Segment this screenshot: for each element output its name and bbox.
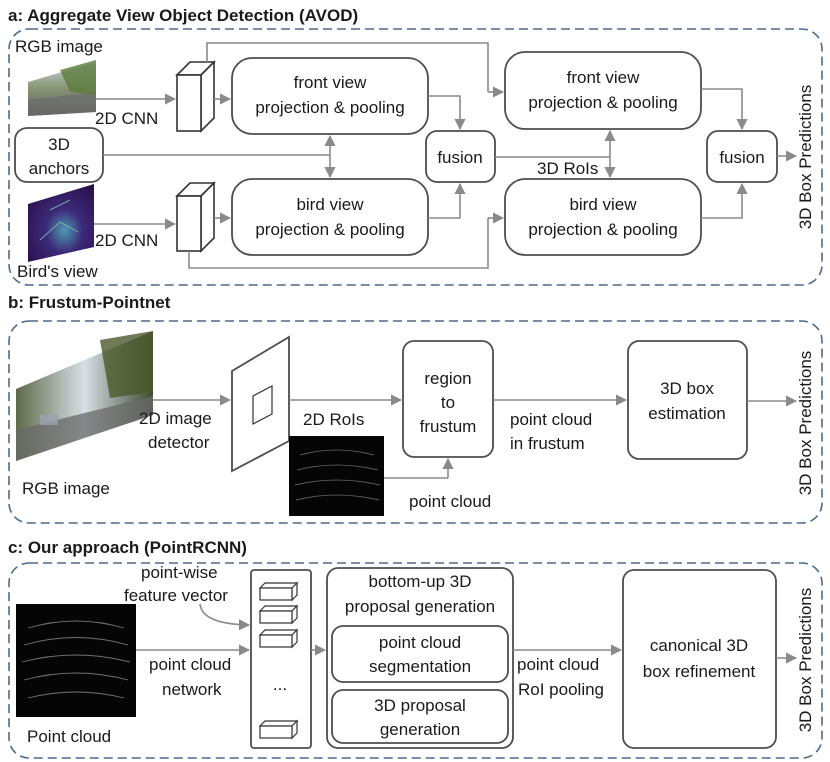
section-a-panel — [8, 28, 823, 286]
section-a-connectors — [94, 42, 798, 269]
fusion-box-1-label: fusion — [437, 148, 482, 167]
front-view-pooling-1 — [231, 57, 429, 135]
section-b-panel — [8, 320, 823, 524]
roi-pooling-label-line1: point cloud — [517, 655, 599, 674]
anchors-label-line1: 3D — [48, 135, 70, 154]
region-label-line3: frustum — [420, 417, 477, 436]
roi-pooling-label-line2: RoI pooling — [518, 680, 604, 699]
section-a-title: a: Aggregate View Object Detection (AVOD… — [8, 6, 358, 25]
pc-frustum-label-line1: point cloud — [510, 410, 592, 429]
point-cloud-label-b: point cloud — [409, 492, 491, 511]
cnn-feature-block-bottom — [175, 181, 216, 253]
cnn-feature-block-top — [175, 60, 216, 133]
prop-label-line1: 3D proposal — [374, 696, 466, 715]
refine-label-line1: canonical 3D — [650, 636, 748, 655]
birds-view-thumbnail — [28, 184, 94, 262]
pc-frustum-label-line2: in frustum — [510, 434, 585, 453]
seg-label-line2: segmentation — [369, 657, 471, 676]
section-c: c: Our approach (PointRCNN) Point cloud … — [8, 538, 823, 759]
prop-label-line2: generation — [380, 720, 460, 739]
fusion-box-2-label: fusion — [719, 148, 764, 167]
region-to-frustum-box — [402, 340, 494, 458]
cnn-bottom-label: 2D CNN — [95, 231, 158, 250]
point-cloud-label-c: Point cloud — [27, 727, 111, 746]
point-cloud-thumbnail-c — [16, 604, 136, 717]
bird-view-pooling-1-line1: bird view — [296, 195, 364, 214]
birds-view-label: Bird's view — [17, 262, 98, 281]
cnn-top-label: 2D CNN — [95, 109, 158, 128]
front-view-pooling-2-line1: front view — [567, 68, 640, 87]
refine-label-line2: box refinement — [643, 662, 756, 681]
anchors-label-line2: anchors — [29, 159, 89, 178]
feature-vector-cells — [258, 581, 299, 740]
estimation-label-line1: 3D box — [660, 379, 714, 398]
feature-label-line1: point-wise — [141, 563, 218, 582]
bird-view-pooling-1-line2: projection & pooling — [255, 220, 404, 239]
network-label-line2: network — [162, 680, 222, 699]
seg-label-line1: point cloud — [379, 633, 461, 652]
point-cloud-thumbnail-b — [289, 436, 384, 516]
box-refinement-box — [622, 569, 777, 749]
region-label-line1: region — [424, 369, 471, 388]
network-label-line1: point cloud — [149, 655, 231, 674]
section-b-rgb-image-label: RGB image — [22, 479, 110, 498]
detector-label-line1: 2D image — [139, 409, 212, 428]
bird-view-pooling-2-line1: bird view — [569, 195, 637, 214]
estimation-label-line2: estimation — [648, 404, 725, 423]
bird-view-pooling-1 — [231, 178, 429, 256]
section-b-predictions-label: 3D Box Predictions — [796, 351, 815, 496]
front-view-pooling-1-line2: projection & pooling — [255, 98, 404, 117]
region-label-line2: to — [441, 393, 455, 412]
rgb-image-label: RGB image — [15, 37, 103, 56]
section-b-connectors — [153, 394, 798, 479]
section-c-panel — [8, 562, 823, 759]
bottomup-label-line2: proposal generation — [345, 597, 495, 616]
bottomup-label-line1: bottom-up 3D — [369, 572, 472, 591]
detector-label-line2: detector — [148, 433, 210, 452]
section-c-predictions-label: 3D Box Predictions — [796, 588, 815, 733]
section-b-title: b: Frustum-Pointnet — [8, 293, 171, 312]
front-view-pooling-2-line2: projection & pooling — [528, 93, 677, 112]
section-c-title: c: Our approach (PointRCNN) — [8, 538, 247, 557]
section-b: b: Frustum-Pointnet RGB image 2D image d… — [8, 293, 823, 524]
front-view-pooling-1-line1: front view — [294, 73, 367, 92]
3d-box-estimation-box — [627, 340, 748, 460]
bird-view-pooling-2 — [504, 178, 702, 256]
2d-rois-label: 2D RoIs — [303, 410, 364, 429]
front-view-pooling-2 — [504, 51, 702, 130]
rgb-image-street-thumbnail — [16, 331, 153, 461]
bird-view-pooling-2-line2: projection & pooling — [528, 220, 677, 239]
section-a-predictions-label: 3D Box Predictions — [796, 85, 815, 230]
3d-rois-label: 3D RoIs — [537, 159, 598, 178]
section-a: a: Aggregate View Object Detection (AVOD… — [8, 6, 823, 286]
segmentation-box — [331, 625, 509, 683]
feature-label-line2: feature vector — [124, 586, 228, 605]
section-c-connectors — [136, 603, 798, 664]
image-detector-plane — [231, 335, 290, 473]
feature-ellipsis: ... — [273, 675, 287, 694]
proposal-generation-box — [331, 689, 509, 744]
rgb-image-thumbnail — [28, 60, 96, 116]
